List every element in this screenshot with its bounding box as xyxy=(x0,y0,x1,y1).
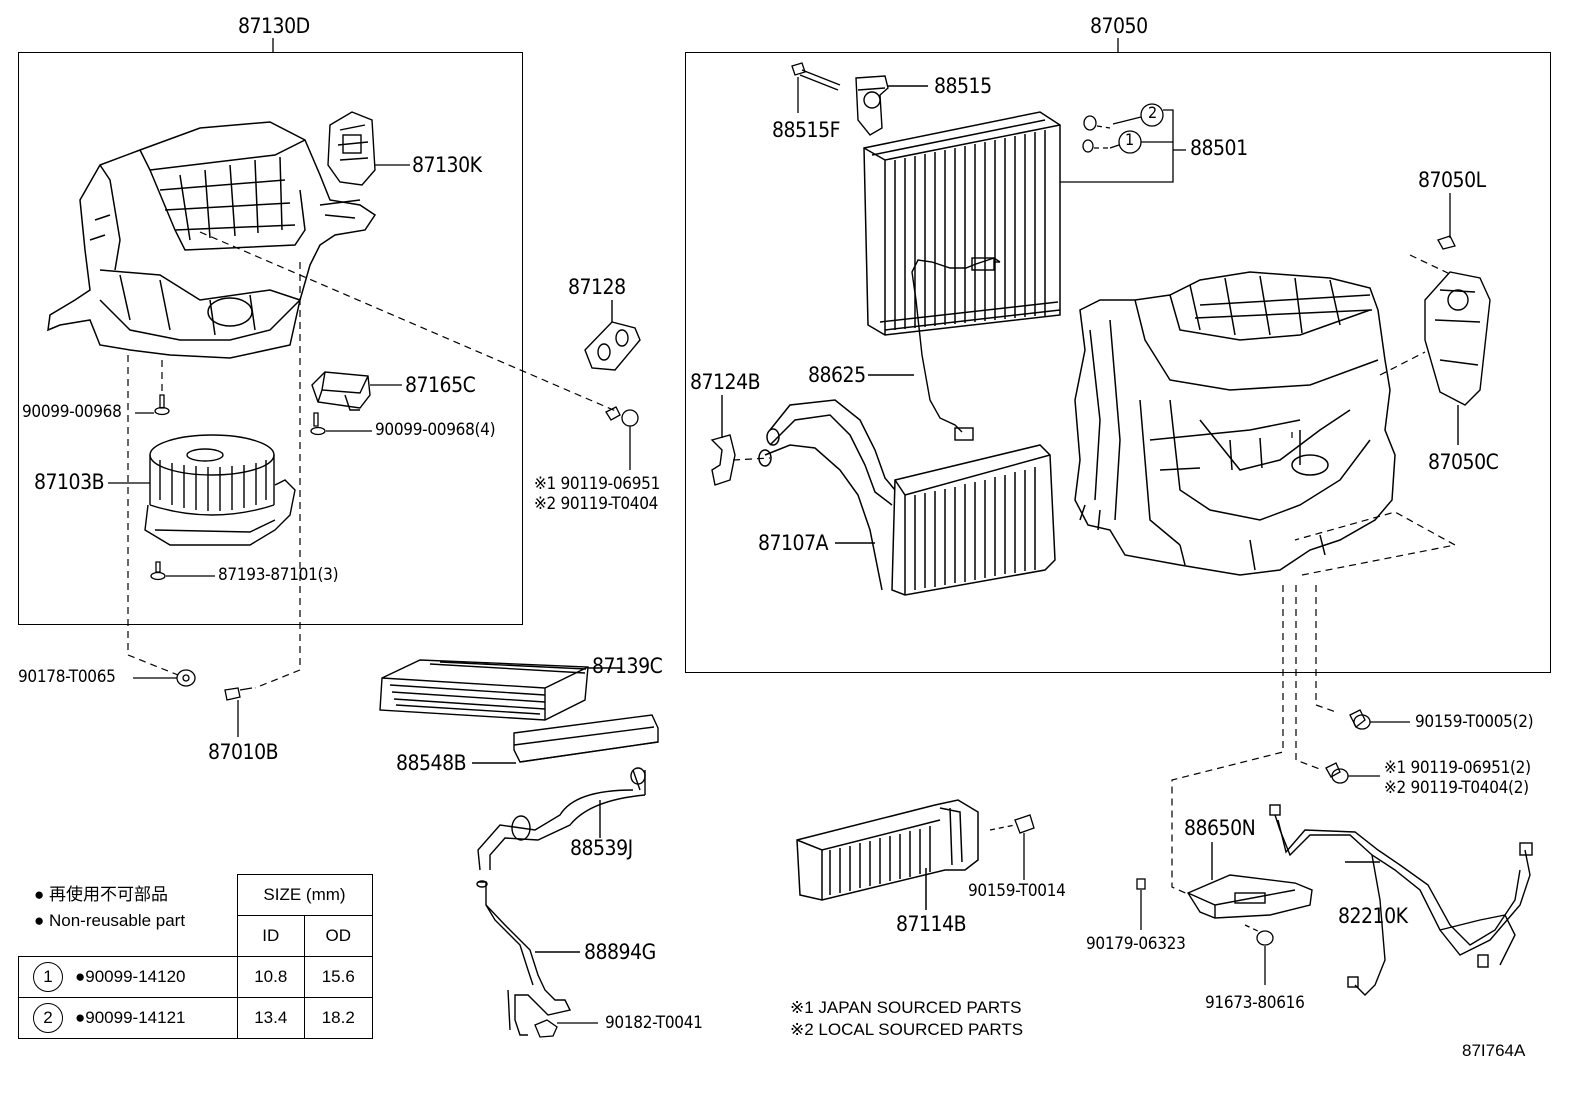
legend-non-reusable-en: ● Non-reusable part xyxy=(34,911,186,930)
callout-90119-t0404: ※2 90119-T0404 xyxy=(534,494,659,514)
callout-88548b: 88548B xyxy=(396,751,467,775)
callout-87139c: 87139C xyxy=(592,654,663,678)
oring-size-table: SIZE (mm) ID OD 1●90099-14120 10.8 15.6 … xyxy=(18,874,373,1039)
size-header: SIZE (mm) xyxy=(236,874,373,916)
expansion-valve-88515-part xyxy=(855,75,928,136)
callout-87193-87101-3: 87193-87101(3) xyxy=(218,565,339,585)
amplifier-88650n-part xyxy=(1186,842,1313,919)
table-row: 1 ●90099-14120 10.8 15.6 xyxy=(18,956,373,998)
callout-88539j: 88539J xyxy=(570,836,633,860)
clamp-87124b-part xyxy=(710,395,736,486)
callout-90179-06323: 90179-06323 xyxy=(1086,934,1186,954)
callout-90182-t0041: 90182-T0041 xyxy=(605,1013,703,1033)
sensor-88625-part xyxy=(868,257,1001,441)
drain-hose-88894g-part xyxy=(476,880,580,1036)
left-assembly-frame xyxy=(18,52,523,625)
callout-90099-00968: 90099-00968 xyxy=(22,402,122,422)
callout-88515: 88515 xyxy=(934,74,992,98)
servo-87050c-part xyxy=(1424,271,1491,445)
callout-90159-t0005-2: 90159-T0005(2) xyxy=(1415,712,1534,732)
callout-88894g: 88894G xyxy=(584,940,656,964)
row-part: ●90099-14120 xyxy=(75,967,186,986)
callout-87128: 87128 xyxy=(568,275,626,299)
note-local-sourced: ※2 LOCAL SOURCED PARTS xyxy=(790,1020,1024,1039)
row-part: ●90099-14121 xyxy=(75,1008,186,1027)
callout-87124b: 87124B xyxy=(690,370,761,394)
screw-90099-00968 xyxy=(154,394,170,416)
callout-90119-06951: ※1 90119-06951 xyxy=(534,474,661,494)
callout-87165c: 87165C xyxy=(405,373,476,397)
heater-core-87107a-part xyxy=(758,399,1056,596)
callout-88650n: 88650N xyxy=(1184,816,1256,840)
callout-90159-t0014: 90159-T0014 xyxy=(968,881,1066,901)
servo-87130k-part xyxy=(327,111,376,186)
legend-non-reusable-jp: ● 再使用不可部品 xyxy=(34,885,168,904)
callout-88625: 88625 xyxy=(808,363,866,387)
callout-90178-t0065: 90178-T0065 xyxy=(18,667,116,687)
callout-88515f: 88515F xyxy=(772,118,840,142)
id-header: ID xyxy=(236,915,305,957)
group-title-left: 87130D xyxy=(238,14,310,38)
callout-87050c: 87050C xyxy=(1428,450,1499,474)
note-japan-sourced: ※1 JAPAN SOURCED PARTS xyxy=(790,998,1022,1017)
ptc-heater-87114b-part xyxy=(796,799,979,910)
insulator-88548b-part xyxy=(472,714,659,764)
row-id: 10.8 xyxy=(236,956,305,998)
callout-87107a: 87107A xyxy=(758,531,829,555)
callout-90099-00968-4: 90099-00968(4) xyxy=(375,420,496,440)
blower-case-part xyxy=(47,121,377,359)
row-key: 1 xyxy=(33,962,63,992)
cabin-filter-87139c-part xyxy=(379,659,622,721)
evaporator-88501-part xyxy=(863,111,1061,336)
hvac-case-87050-part xyxy=(1074,271,1396,576)
ring-marker-1: 1 xyxy=(1125,130,1134,149)
wire-harness-82210k-part xyxy=(1269,804,1533,996)
resistor-87165c-part xyxy=(311,371,371,411)
drain-hose-88539j-part xyxy=(477,767,646,871)
callout-91673-80616: 91673-80616 xyxy=(1205,993,1305,1013)
ring-marker-2: 2 xyxy=(1148,103,1157,122)
diagram-code: 87I764A xyxy=(1462,1041,1526,1060)
table-row: 2 ●90099-14121 13.4 18.2 xyxy=(18,997,373,1039)
od-header: OD xyxy=(304,915,373,957)
right-assembly-frame xyxy=(685,52,1551,673)
row-id: 13.4 xyxy=(236,997,305,1039)
blower-motor-87103b-part xyxy=(144,434,296,546)
callout-87050l: 87050L xyxy=(1418,168,1486,192)
callout-87114b: 87114B xyxy=(896,912,967,936)
callout-90119-t0404-2: ※2 90119-T0404(2) xyxy=(1384,778,1529,798)
callout-88501: 88501 xyxy=(1190,136,1248,160)
group-title-right: 87050 xyxy=(1090,14,1148,38)
callout-87103b: 87103B xyxy=(34,470,105,494)
callout-82210k: 82210K xyxy=(1338,904,1408,928)
row-od: 15.6 xyxy=(304,956,373,998)
callout-87010b: 87010B xyxy=(208,740,279,764)
callout-90119-06951-2: ※1 90119-06951(2) xyxy=(1384,758,1531,778)
row-key: 2 xyxy=(33,1003,63,1033)
seal-87128-part xyxy=(584,300,641,371)
row-od: 18.2 xyxy=(304,997,373,1039)
callout-87130k: 87130K xyxy=(412,153,482,177)
